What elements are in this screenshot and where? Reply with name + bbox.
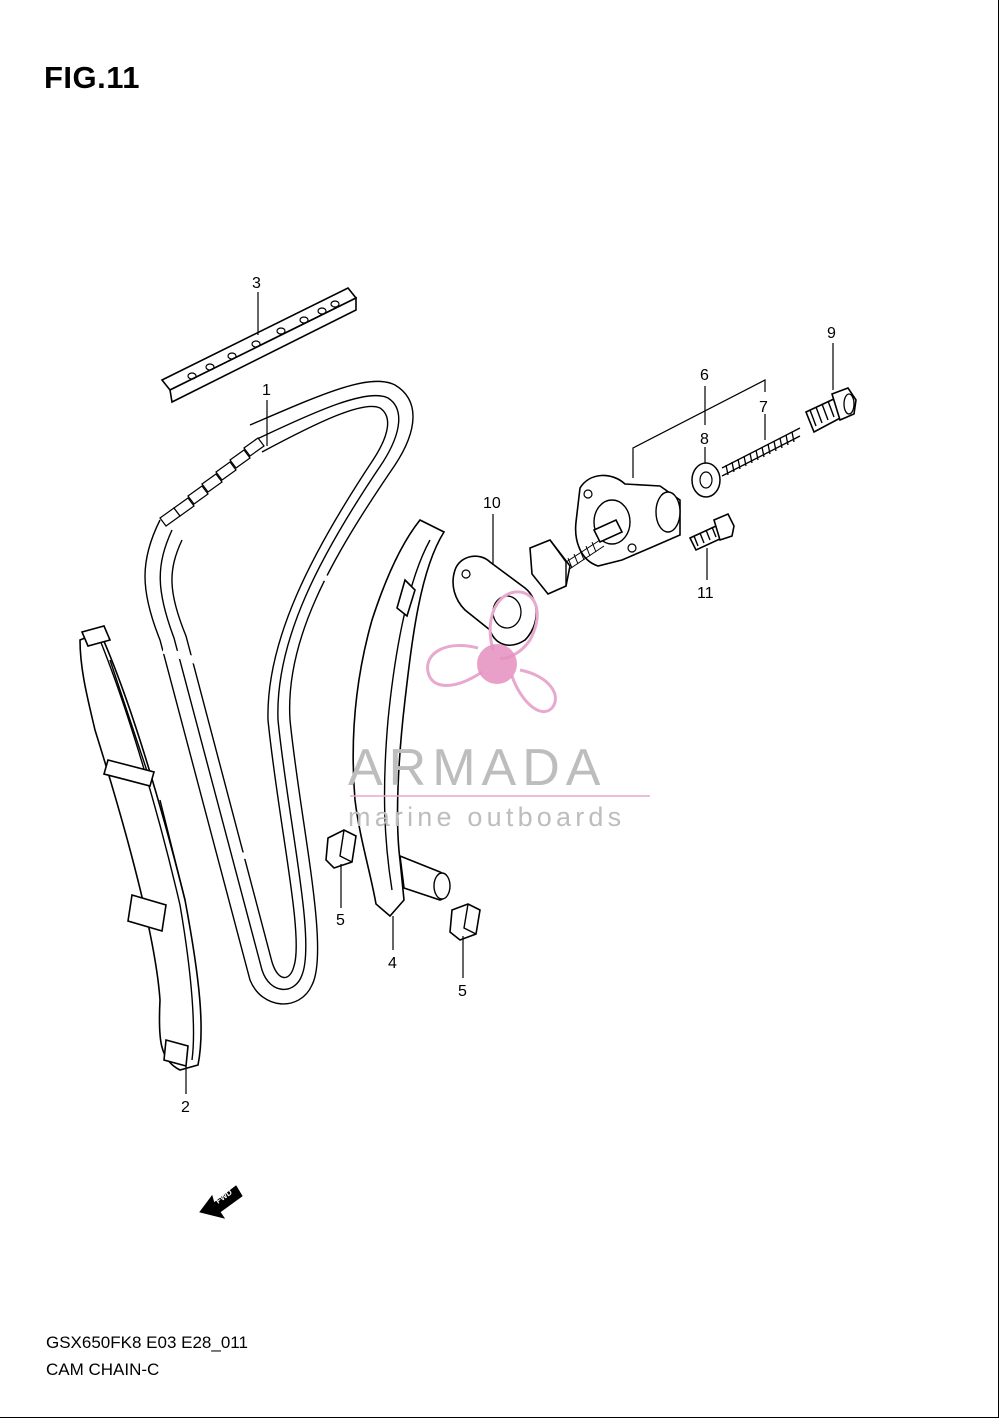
tensioner-assy [529,474,681,595]
arm-cushion [449,903,481,941]
propeller-icon [426,590,557,714]
bolt [688,512,735,552]
callout-8: 8 [700,431,709,448]
callout-4: 4 [388,955,397,972]
arm-cushion [325,829,357,869]
gasket [452,555,537,646]
watermark-tagline: marine outboards [348,802,625,832]
callout-1: 1 [262,382,271,399]
watermark-brand: ARMADA [348,739,606,797]
cam-chain-guide [79,625,202,1071]
figure-title: FIG.11 [44,60,141,95]
diagram-code: GSX650FK8 E03 E28_011 [46,1333,248,1352]
cam-chain [144,380,414,1005]
leader-lines [185,292,834,1094]
callout-3: 3 [252,275,261,292]
top-guide [160,286,358,404]
tensioner-arm [352,518,451,918]
spring [721,427,801,477]
watermark: ARMADA marine outboards [348,590,650,832]
plug-bolt [804,387,857,434]
callout-5a: 5 [336,912,345,929]
washer [691,462,721,498]
callout-2: 2 [181,1099,190,1116]
callout-10: 10 [483,495,501,512]
diagram-name: CAM CHAIN-C [46,1360,160,1379]
callout-5b: 5 [458,983,467,1000]
callout-9: 9 [827,325,836,342]
callout-6: 6 [700,367,709,384]
callout-7: 7 [759,399,768,416]
propeller-hub [477,644,517,684]
callout-11: 11 [697,585,714,602]
fwd-arrow-icon: FWD [199,1185,243,1219]
